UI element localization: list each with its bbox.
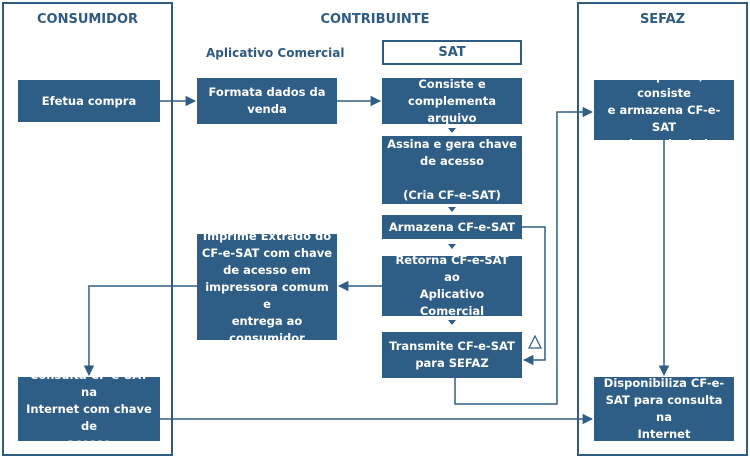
node-disponibiliza: Disponibiliza CF-e- SAT para consulta na… — [594, 376, 734, 441]
edge-transmite-recepciona — [454, 106, 594, 405]
node-transmite: Transmite CF-e-SAT para SEFAZ — [382, 332, 522, 378]
lane-title-consumidor: CONSUMIDOR — [36, 12, 139, 27]
step-arrow-1 — [448, 128, 456, 133]
triangle-marker-icon — [528, 334, 542, 349]
node-efetua-compra: Efetua compra — [18, 80, 160, 122]
app-comercial-label: Aplicativo Comercial — [206, 46, 345, 60]
node-retorna: Retorna CF-e-SAT ao Aplicativo Comercial — [382, 253, 522, 318]
node-armazena: Armazena CF-e-SAT — [382, 215, 522, 239]
node-assina: Assina e gera chave de acesso (Cria CF-e… — [382, 136, 522, 204]
step-arrow-2 — [448, 207, 456, 212]
lane-title-contribuinte: CONTRIBUINTE — [320, 12, 430, 27]
lane-sefaz — [577, 2, 748, 456]
edge-armazena-transmite — [522, 226, 546, 366]
lane-title-sefaz: SEFAZ — [639, 12, 686, 27]
sat-label-box: SAT — [382, 40, 522, 65]
step-arrow-4 — [448, 320, 456, 325]
edge-imprime-consulta — [83, 285, 197, 377]
step-arrow-3 — [448, 244, 456, 249]
node-consiste: Consiste e complementa arquivo — [382, 77, 522, 125]
lane-consumidor — [2, 2, 173, 456]
node-imprime-extrato: Imprime Extrado do CF-e-SAT com chave de… — [197, 229, 337, 345]
node-formata-dados: Formata dados da venda — [197, 78, 337, 124]
